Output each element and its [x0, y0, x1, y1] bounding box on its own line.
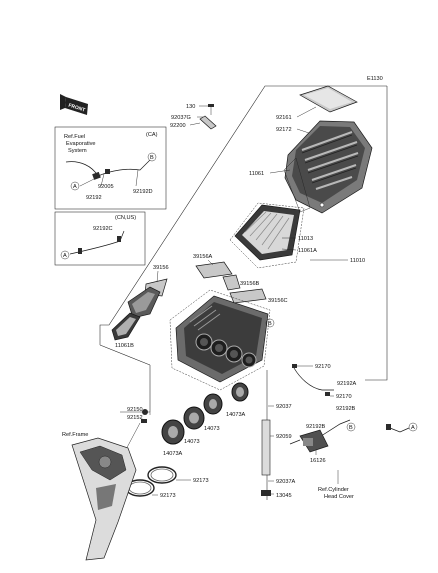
label-16126: 16126 — [310, 458, 326, 464]
label-39156: 39156 — [153, 265, 169, 271]
label-92170-b: 92170 — [336, 394, 352, 400]
assembly-frame-lines — [99, 85, 388, 413]
connector-b: B — [150, 155, 154, 161]
label-11061a: 11061A — [298, 248, 317, 254]
hose-clamp-92005 — [92, 171, 101, 180]
label-92173-lower: 92173 — [160, 493, 176, 499]
callout-a: A — [411, 425, 415, 431]
hose-clamp-92005b — [105, 169, 110, 174]
air-filter-11013 — [229, 202, 305, 269]
label-14073a-left: 14073A — [163, 451, 183, 457]
label-92192c: 92192C — [93, 226, 113, 232]
callout-b-main: B — [268, 321, 272, 327]
air-cleaner-housing-11010 — [169, 289, 271, 391]
label-11061: 11061 — [249, 171, 264, 177]
drain-tube-92059 — [261, 419, 271, 476]
hose-92192b — [317, 419, 351, 439]
clamp-92170-b — [325, 392, 330, 396]
label-92170-a: 92170 — [315, 364, 331, 370]
collar-92152 — [141, 419, 147, 423]
vapor-hose-main — [97, 159, 151, 177]
label-92059: 92059 — [276, 434, 292, 440]
ref-cylinder-head-1: Ref.Cylinder — [318, 487, 349, 493]
label-14073-right: 14073 — [204, 426, 220, 432]
clamp-92192b-right — [386, 424, 391, 430]
connector-a-cnus: A — [63, 253, 67, 259]
hose-clamp-cnus-b — [117, 236, 121, 242]
inset-ca-title-1: Ref.Fuel — [64, 134, 85, 140]
seal-39156c — [229, 288, 267, 304]
label-130: 130 — [186, 104, 195, 110]
label-92161: 92161 — [276, 115, 292, 121]
valve-16126 — [299, 429, 329, 453]
seal-39156a — [195, 261, 233, 279]
front-label: FRONT — [68, 103, 86, 114]
funnel-14073a-right — [231, 382, 249, 402]
connector-a: A — [73, 184, 77, 190]
label-92037g: 92037G — [171, 115, 191, 121]
clamp-92170-a — [292, 364, 297, 368]
funnel-14073-left — [183, 406, 205, 430]
figure-code: E1130 — [367, 76, 383, 82]
grommet-92150 — [142, 409, 148, 415]
inset-ca-title-2: Evaporative — [66, 141, 96, 147]
clamp-92173-upper — [147, 466, 177, 484]
funnel-14073a-left — [161, 419, 185, 445]
bolt-130 — [199, 104, 214, 115]
inset-cnus: (CN,US) 92192C A — [54, 211, 146, 266]
inset-ca-region: (CA) — [146, 132, 158, 138]
hose-clamp-cnus — [78, 248, 82, 254]
label-39156a: 39156A — [193, 254, 213, 260]
label-92192b-b: 92192B — [306, 424, 326, 430]
inset-cnus-region: (CN,US) — [115, 215, 136, 221]
label-11013: 11013 — [298, 236, 313, 242]
label-92037a: 92037A — [276, 479, 296, 485]
drain-hose-92037g — [199, 115, 217, 130]
label-92037: 92037 — [276, 404, 292, 410]
label-39156b: 39156B — [240, 281, 260, 287]
label-14073a-right: 14073A — [226, 412, 246, 418]
label-92192b-a: 92192B — [336, 406, 356, 412]
label-92152: 92152 — [127, 415, 143, 421]
label-92173-upper: 92173 — [193, 478, 209, 484]
label-92150: 92150 — [127, 407, 143, 413]
funnel-14073-right — [203, 393, 223, 415]
label-39156c: 39156C — [268, 298, 288, 304]
seal-39156b — [222, 274, 241, 291]
label-92192a: 92192A — [337, 381, 357, 387]
label-92005: 92005 — [98, 184, 114, 190]
front-arrow-icon: FRONT — [60, 94, 88, 115]
label-92192d: 92192D — [133, 189, 153, 195]
label-92200: 92200 — [170, 123, 186, 129]
frame-reference-icon — [71, 437, 137, 561]
inset-ca-title-3: System — [68, 148, 87, 154]
callout-b-valve: B — [349, 425, 353, 431]
breather-hose-92192a — [293, 367, 334, 391]
ref-cylinder-head-2: Head Cover — [324, 494, 354, 500]
label-11061b: 11061B — [115, 343, 134, 349]
inset-ca: (CA) Ref.Fuel Evaporative System 92005 9… — [54, 126, 167, 210]
cap-13045 — [261, 490, 271, 496]
label-92192: 92192 — [86, 195, 102, 201]
label-14073-left: 14073 — [184, 439, 200, 445]
duct-11061b — [111, 286, 161, 341]
ref-frame: Ref.Frame — [62, 432, 88, 438]
label-13045: 13045 — [276, 493, 292, 499]
label-11010: 11010 — [350, 258, 365, 264]
label-92172: 92172 — [276, 127, 292, 133]
upper-housing-11061 — [283, 120, 373, 214]
